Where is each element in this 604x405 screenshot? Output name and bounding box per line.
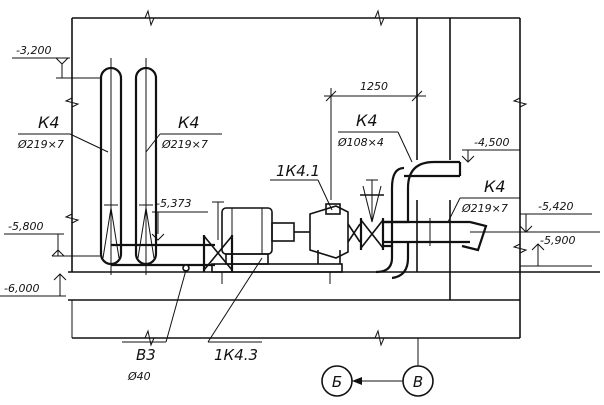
pump-label: 1К4.1 [276, 162, 320, 180]
pipe-4-label: К4 [484, 177, 506, 196]
pipe-1-label: К4 [38, 113, 60, 132]
dimension-label: 1250 [360, 80, 388, 93]
axis-v-label: В [413, 373, 423, 391]
unit-label: 1К4.3 [214, 346, 258, 364]
elevation-left-top: -3,200 [16, 44, 51, 57]
pipe-3-size: Ø108×4 [337, 136, 384, 149]
pump-assembly [202, 179, 385, 284]
pipe-2-size: Ø219×7 [161, 138, 208, 151]
axis-markers: В Б [321, 338, 434, 397]
drain-size: Ø40 [127, 370, 151, 383]
elevation-left-bottom: -5,800 [8, 220, 43, 233]
pipe-3-label: К4 [356, 111, 378, 130]
pipe-4-size: Ø219×7 [461, 202, 508, 215]
elevation-floor: -6,000 [4, 282, 39, 295]
elevation-marks: -3,200 -5,800 -6,000 -5,373 -4,500 -5,42… [0, 44, 600, 297]
elevation-pump-axis: -5,373 [156, 197, 191, 210]
dimension-1250: 1250 [324, 80, 426, 200]
pipe-2-label: К4 [178, 113, 200, 132]
drain-label: В3 Ø40 [122, 269, 187, 383]
axis-b-label: Б [332, 373, 342, 391]
pipe-labels: К4 Ø219×7 К4 Ø219×7 К4 Ø108×4 К4 Ø219×7 [17, 111, 520, 223]
drain-code: В3 [136, 346, 156, 364]
pipe-1-size: Ø219×7 [17, 138, 64, 151]
elevation-right-upper: -5,420 [538, 200, 573, 213]
left-vertical-pipes [99, 58, 215, 275]
equipment-labels: 1К4.1 1К4.3 [207, 162, 333, 364]
right-pipe-run [375, 160, 488, 280]
elevation-discharge-top: -4,500 [474, 136, 509, 149]
elevation-right-lower: -5,900 [540, 234, 575, 247]
